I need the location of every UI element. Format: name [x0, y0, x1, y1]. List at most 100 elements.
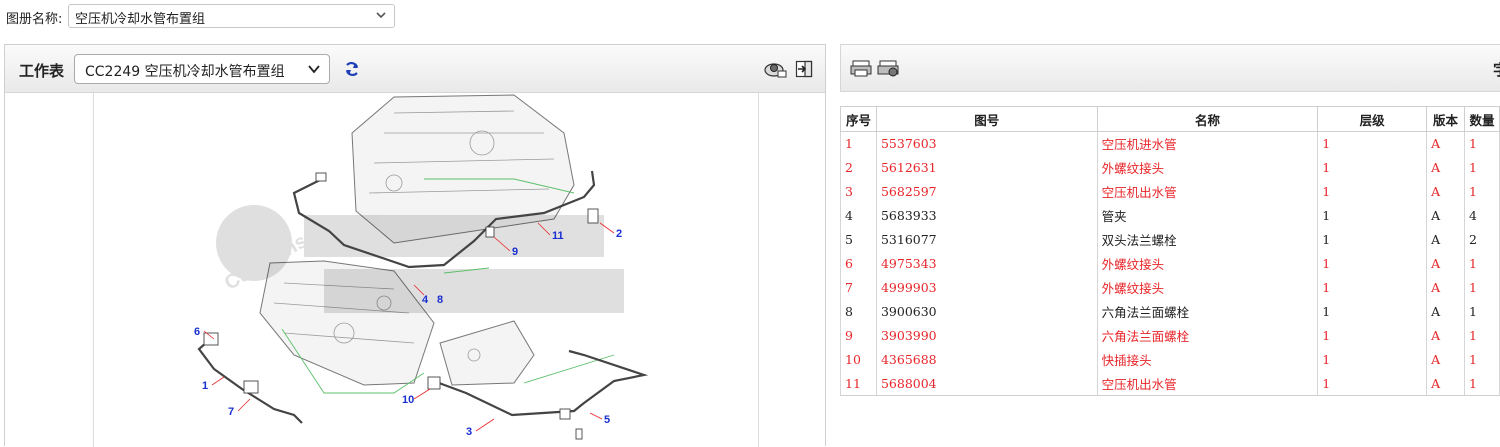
export-icon[interactable] [795, 60, 813, 78]
cell-level: 1 [1317, 155, 1428, 180]
cell-quantity: 1 [1464, 371, 1500, 396]
callout-10: 10 [402, 394, 414, 406]
col-quantity[interactable]: 数量 [1464, 106, 1500, 132]
cell-version: A [1426, 131, 1466, 156]
col-version[interactable]: 版本 [1426, 106, 1466, 132]
cell-level: 1 [1317, 227, 1428, 252]
worksheet-panel: 工作表 CC2249 空压机冷却水管布置组 [4, 44, 826, 447]
album-select[interactable]: 空压机冷却水管布置组 [68, 4, 395, 28]
callout-1: 1 [202, 380, 208, 392]
cell-version: A [1426, 155, 1466, 180]
worksheet-select-value: CC2249 空压机冷却水管布置组 [85, 64, 285, 80]
cell-version: A [1426, 371, 1466, 396]
cell-part-number: 5612631 [875, 155, 1098, 180]
callout-8: 8 [437, 294, 443, 306]
cell-version: A [1426, 323, 1466, 348]
callout-5: 5 [604, 414, 610, 426]
print-preview-icon[interactable] [763, 60, 787, 78]
cell-seq: 10 [840, 347, 877, 372]
callout-2: 2 [616, 228, 622, 240]
col-level[interactable]: 层级 [1317, 106, 1428, 132]
album-bar: 图册名称: 空压机冷却水管布置组 [0, 0, 1500, 32]
cell-quantity: 1 [1464, 251, 1500, 276]
print-icon[interactable] [850, 59, 874, 77]
print-settings-icon[interactable] [877, 59, 901, 77]
cell-quantity: 1 [1464, 275, 1500, 300]
worksheet-title: 工作表 [19, 62, 65, 80]
cell-version: A [1426, 275, 1466, 300]
cell-name: 外螺纹接头 [1096, 275, 1319, 300]
cell-quantity: 1 [1464, 299, 1500, 324]
cell-quantity: 1 [1464, 323, 1500, 348]
refresh-icon[interactable] [343, 59, 361, 79]
cell-seq: 11 [840, 371, 877, 396]
album-label: 图册名称: [6, 12, 63, 27]
watermark: Cummins [216, 205, 624, 313]
cell-level: 1 [1317, 251, 1428, 276]
cell-level: 1 [1317, 371, 1428, 396]
callouts: 2 11 9 4 8 6 1 7 10 3 5 [194, 228, 622, 438]
callout-4: 4 [422, 294, 429, 306]
album-select-value: 空压机冷却水管布置组 [75, 12, 206, 27]
cell-version: A [1426, 203, 1466, 228]
cell-level: 1 [1317, 179, 1428, 204]
worksheet-select[interactable]: CC2249 空压机冷却水管布置组 [74, 54, 330, 84]
table-header-row: 序号 图号 名称 层级 版本 数量 [840, 106, 1500, 132]
cell-part-number: 5316077 [875, 227, 1098, 252]
col-seq[interactable]: 序号 [840, 106, 877, 132]
col-name[interactable]: 名称 [1096, 106, 1319, 132]
cell-quantity: 1 [1464, 155, 1500, 180]
cell-level: 1 [1317, 275, 1428, 300]
cell-level: 1 [1317, 203, 1428, 228]
cell-level: 1 [1317, 347, 1428, 372]
cell-name: 六角法兰面螺栓 [1096, 323, 1319, 348]
cell-part-number: 4365688 [875, 347, 1098, 372]
cell-version: A [1426, 227, 1466, 252]
cell-part-number: 3903990 [875, 323, 1098, 348]
chevron-down-icon [308, 65, 320, 74]
callout-6: 6 [194, 326, 200, 338]
cell-version: A [1426, 347, 1466, 372]
cell-name: 管夹 [1096, 203, 1319, 228]
parts-list-panel: 字 序号 图号 名称 层级 版本 数量 15537603空压机进水管1A1256… [840, 44, 1500, 446]
pipe-set [197, 170, 649, 424]
cell-level: 1 [1317, 323, 1428, 348]
callout-7: 7 [228, 406, 234, 418]
cell-level: 1 [1317, 131, 1428, 156]
engine-block [259, 94, 575, 386]
callout-9: 9 [512, 246, 518, 258]
cell-part-number: 4999903 [875, 275, 1098, 300]
cell-seq: 2 [840, 155, 877, 180]
cell-quantity: 1 [1464, 179, 1500, 204]
cell-name: 外螺纹接头 [1096, 251, 1319, 276]
cell-version: A [1426, 179, 1466, 204]
worksheet-header: 工作表 CC2249 空压机冷却水管布置组 [5, 45, 825, 93]
cell-seq: 8 [840, 299, 877, 324]
chevron-down-icon [376, 12, 386, 19]
cell-name: 空压机出水管 [1096, 371, 1319, 396]
cell-seq: 4 [840, 203, 877, 228]
cell-part-number: 5683933 [875, 203, 1098, 228]
exploded-view-drawing: Cummins [194, 94, 649, 440]
cell-seq: 7 [840, 275, 877, 300]
cell-name: 六角法兰面螺栓 [1096, 299, 1319, 324]
cell-version: A [1426, 299, 1466, 324]
parts-diagram[interactable]: Cummins [93, 93, 759, 447]
cell-name: 快插接头 [1096, 347, 1319, 372]
cell-level: 1 [1317, 299, 1428, 324]
parts-list-toolbar: 字 [840, 44, 1500, 92]
cell-quantity: 1 [1464, 347, 1500, 372]
col-part-number[interactable]: 图号 [875, 106, 1098, 132]
